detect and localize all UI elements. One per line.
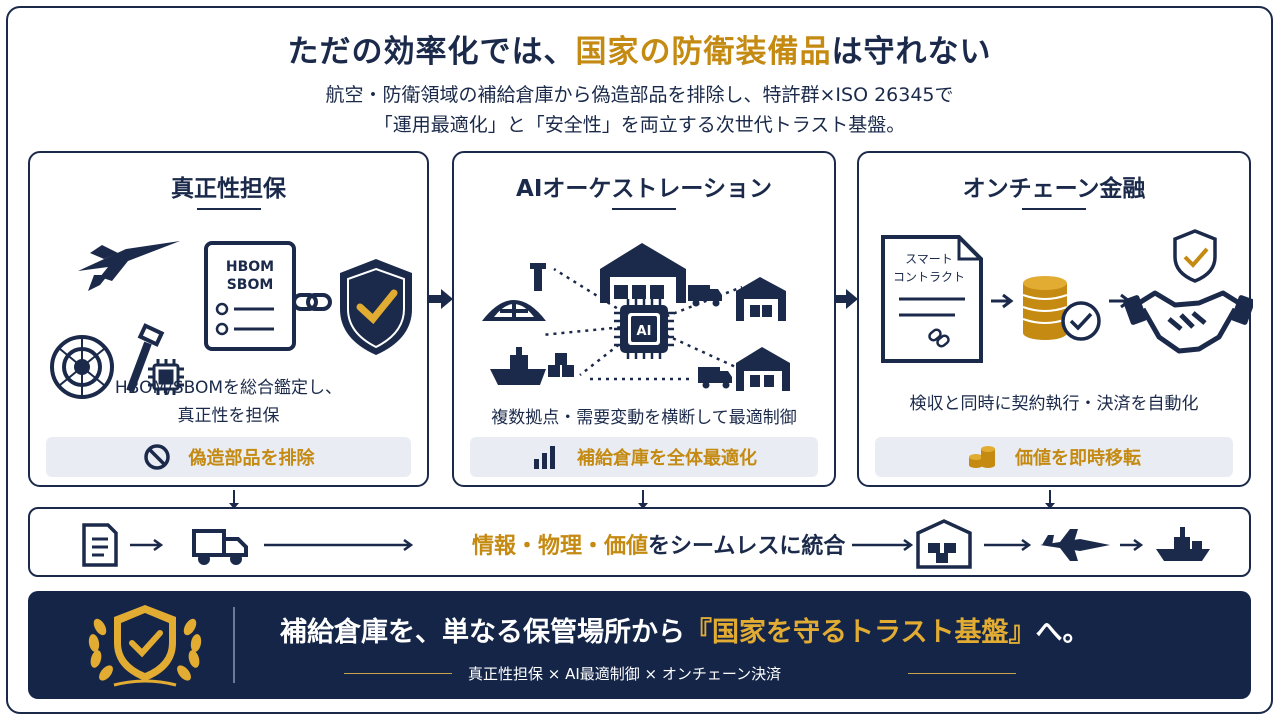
laurel-shield-emblem-icon	[88, 605, 202, 687]
svg-text:コントラクト: コントラクト	[893, 270, 965, 284]
card-description: 検収と同時に契約執行・決済を自動化	[909, 394, 1199, 414]
svg-text:スマート: スマート	[905, 252, 953, 266]
card-title: 真正性担保	[171, 176, 286, 202]
coins-icon	[969, 446, 995, 468]
subtitle-line-1: 航空・防衛領域の補給倉庫から偽造部品を排除し、特許群×ISO 26345で	[325, 84, 954, 106]
shield-check-icon	[1173, 229, 1217, 283]
card-description-line-2: 真正性を担保	[177, 406, 280, 426]
svg-text:HBOM: HBOM	[226, 259, 274, 275]
document-icon	[82, 523, 118, 567]
warehouse-icon	[736, 277, 786, 321]
fighter-jet-icon	[78, 241, 180, 291]
chain-link-icon	[292, 293, 332, 311]
connector-down	[638, 490, 648, 509]
chip-icon	[148, 359, 184, 395]
card-onchain-finance: オンチェーン金融 スマート コントラクト	[857, 151, 1253, 487]
integration-flow-bar: 情報・物理・価値をシームレスに統合	[28, 507, 1251, 577]
title-underline	[196, 208, 261, 210]
banner-rule-left	[344, 673, 452, 674]
banner-rule-right	[908, 673, 1016, 674]
arrow-right-icon	[991, 293, 1014, 309]
arrow-right-icon	[130, 538, 164, 552]
warehouse-icon	[600, 243, 686, 303]
card-authenticity: 真正性担保 HBOM SBOM	[28, 151, 429, 487]
ship-icon	[1156, 527, 1210, 561]
ai-chip-icon: AI	[614, 299, 674, 359]
connector-down	[1045, 490, 1055, 509]
document-icon: HBOM SBOM	[204, 241, 296, 351]
arrow-right-icon	[429, 289, 453, 309]
connector-down	[229, 490, 239, 509]
card-description-line-1: HBOM/SBOMを総合鑑定し、	[114, 378, 343, 398]
authenticity-illustration: HBOM SBOM	[50, 241, 412, 399]
arrow-right-icon	[1120, 538, 1144, 552]
svg-text:SBOM: SBOM	[227, 277, 274, 293]
handshake-icon	[1123, 290, 1253, 354]
warehouse-icon	[916, 519, 972, 569]
banner-divider	[233, 607, 235, 683]
card-pill: 価値を即時移転	[875, 437, 1233, 477]
card-title: AIオーケストレーション	[516, 176, 772, 202]
arrow-right-icon	[852, 538, 914, 552]
card-pill: 偽造部品を排除	[46, 437, 411, 477]
svg-text:AI: AI	[637, 324, 652, 339]
bolt-icon	[126, 323, 165, 393]
arrow-right-icon	[834, 289, 858, 309]
truck-icon	[698, 367, 732, 389]
arrow-right-icon	[264, 538, 414, 552]
hangar-icon	[482, 263, 546, 321]
card-description: 複数拠点・需要変動を横断して最適制御	[491, 408, 797, 428]
outer-frame	[6, 6, 1273, 714]
flow-illustration	[82, 519, 1210, 569]
title-underline	[1022, 208, 1086, 210]
banner-headline: 補給倉庫を、単なる保管場所から『国家を守るトラスト基盤』へ。	[280, 617, 1090, 648]
flow-caption: 情報・物理・価値をシームレスに統合	[472, 534, 846, 559]
turbine-icon	[50, 335, 114, 399]
closing-banner: 補給倉庫を、単なる保管場所から『国家を守るトラスト基盤』へ。 真正性担保 × A…	[28, 591, 1251, 699]
card-title: オンチェーン金融	[962, 176, 1146, 202]
title-underline	[612, 208, 676, 210]
page-title: ただの効率化では、国家の防衛装備品は守れない	[287, 34, 992, 70]
banner-tagline: 真正性担保 × AI最適制御 × オンチェーン決済	[468, 665, 782, 683]
truck-icon	[688, 285, 722, 307]
shield-check-icon	[340, 259, 412, 355]
title-highlight: 国家の防衛装備品	[575, 34, 832, 70]
check-circle-icon	[1061, 301, 1101, 341]
warehouse-icon	[736, 347, 790, 391]
card-ai-orchestration: AIオーケストレーション	[452, 151, 836, 487]
coin-stack-icon	[1022, 276, 1068, 340]
bar-chart-icon	[534, 446, 555, 469]
card-pill: 補給倉庫を全体最適化	[470, 437, 818, 477]
ship-icon	[490, 347, 574, 385]
subtitle-line-2: 「運用最適化」と「安全性」を両立する次世代トラスト基盤。	[373, 114, 906, 136]
finance-illustration: スマート コントラクト	[881, 229, 1253, 363]
network-illustration: AI	[482, 243, 790, 391]
prohibited-icon	[143, 444, 170, 470]
contract-document-icon: スマート コントラクト	[881, 235, 983, 363]
fighter-jet-icon	[1040, 529, 1110, 561]
arrow-right-icon	[984, 538, 1032, 552]
truck-icon	[192, 529, 248, 565]
